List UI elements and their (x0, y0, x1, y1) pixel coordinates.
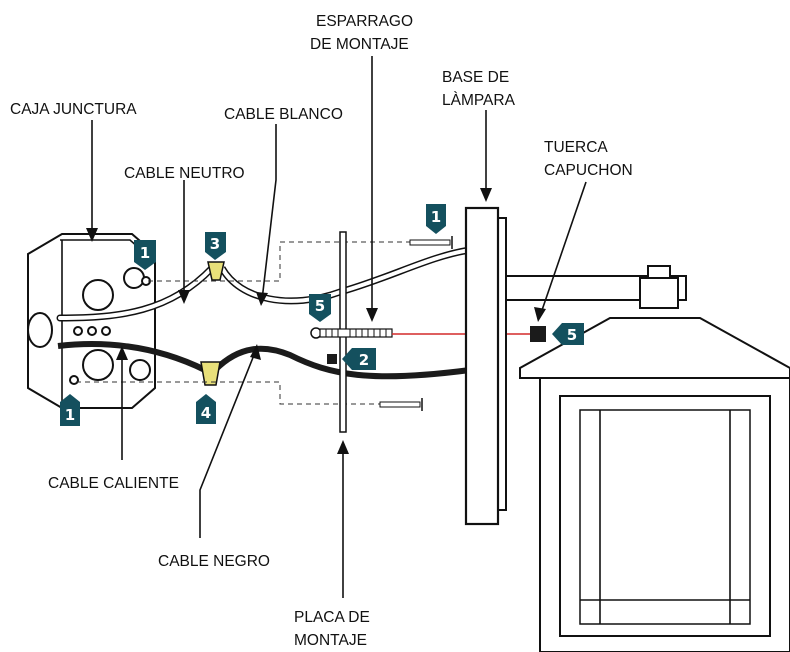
label-placa-2: MONTAJE (294, 632, 367, 649)
wire-nut-black-icon (200, 361, 221, 386)
step-marker-cap-nut: 5 (552, 323, 584, 345)
hot-wire (57, 341, 207, 373)
step-marker-nut: 2 (342, 348, 376, 370)
step-marker-wire-nut-black: 4 (196, 394, 216, 424)
step-marker-label: 4 (201, 404, 211, 422)
lantern (505, 265, 790, 652)
wire-nut-white-icon (207, 261, 225, 281)
step-marker-screw-plate-top: 1 (426, 204, 446, 234)
step-marker-label: 3 (210, 235, 220, 253)
box-screw-bottom (69, 375, 79, 385)
step-marker-label: 2 (359, 351, 369, 369)
junction-box (27, 233, 156, 409)
step-marker-label: 1 (65, 406, 75, 424)
step-marker-screw-box-top: 1 (134, 240, 156, 270)
step-marker-mounting-screw: 5 (309, 294, 331, 322)
step-marker-label: 1 (140, 244, 150, 262)
label-tuerca-1: TUERCA (544, 139, 608, 156)
label-esparrago-1: ESPARRAGO (316, 13, 413, 30)
step-marker-label: 1 (431, 208, 441, 226)
step-marker-label: 5 (315, 297, 325, 315)
mounting-plate (310, 231, 453, 433)
label-esparrago-2: DE MONTAJE (310, 36, 409, 53)
alignment-guides (76, 241, 420, 405)
label-cable-blanco: CABLE BLANCO (224, 106, 343, 123)
black-wire (212, 345, 471, 380)
step-marker-wire-nut-white: 3 (205, 232, 226, 260)
label-cable-caliente: CABLE CALIENTE (48, 475, 179, 492)
label-base-1: BASE DE (442, 69, 509, 86)
label-placa-1: PLACA DE (294, 609, 370, 626)
label-tuerca-2: CAPUCHON (544, 162, 633, 179)
cap-nut-icon (530, 326, 546, 342)
leader-lines (86, 56, 587, 598)
lamp-base (464, 206, 507, 526)
label-cable-negro: CABLE NEGRO (158, 553, 270, 570)
nut-icon (327, 354, 337, 364)
step-markers: 1 1 1 3 4 5 5 (60, 204, 584, 426)
step-marker-screw-box-bottom: 1 (60, 394, 80, 426)
label-cable-neutro: CABLE NEUTRO (124, 165, 245, 182)
label-caja-junctura: CAJA JUNCTURA (10, 101, 137, 118)
step-marker-label: 5 (567, 326, 577, 344)
label-base-2: LÀMPARA (442, 92, 516, 109)
labels: CAJA JUNCTURA CABLE NEUTRO CABLE BLANCO … (10, 13, 633, 649)
neutral-wire (58, 266, 214, 320)
